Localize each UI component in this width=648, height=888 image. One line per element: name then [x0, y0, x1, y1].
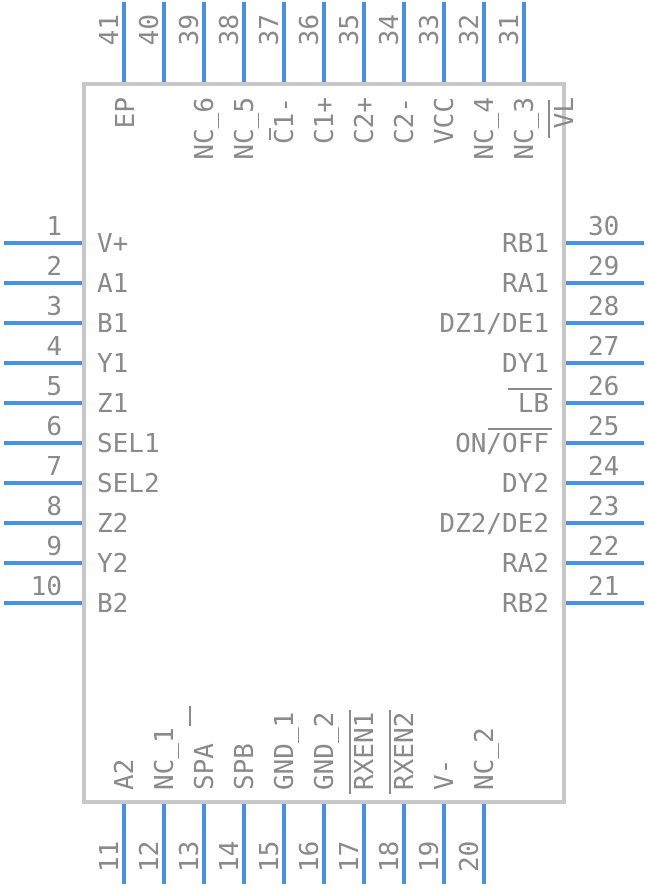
pin-number-10: 10 — [31, 572, 62, 602]
pin-number-8: 8 — [46, 492, 62, 522]
pin-number-35: 35 — [335, 14, 365, 45]
pin-number-3: 3 — [46, 292, 62, 322]
pin-name-28: DZ1/DE1 — [439, 309, 549, 339]
pin-name-22: RA2 — [502, 549, 549, 579]
pin-number-34: 34 — [375, 14, 405, 45]
pin-name-11: A2 — [110, 759, 140, 790]
pin-name-5: Z1 — [97, 389, 128, 419]
pin-name-16: GND_2 — [310, 712, 340, 790]
pin-name-39: NC_6 — [190, 97, 220, 160]
pin-number-36: 36 — [295, 14, 325, 45]
pin-name-6: SEL1 — [97, 429, 160, 459]
pin-name-24: DY2 — [502, 469, 549, 499]
pin-name-vl: VL — [550, 97, 580, 128]
pin-name-20: NC_2 — [470, 727, 500, 790]
pin-name-7: SEL2 — [97, 469, 160, 499]
pin-name-19: V- — [430, 759, 460, 790]
pin-number-26: 26 — [588, 372, 619, 402]
pin-name-40: EP — [111, 97, 141, 128]
pin-name-32: NC_4 — [470, 97, 500, 160]
pin-number-22: 22 — [588, 532, 619, 562]
pin-name-1: V+ — [97, 229, 128, 259]
pin-number-16: 16 — [295, 841, 325, 872]
pin-name-12: NC_1 — [150, 727, 180, 790]
pin-number-40: 40 — [135, 14, 165, 45]
pin-number-18: 18 — [375, 841, 405, 872]
pin-number-14: 14 — [215, 841, 245, 872]
pin-name-9: Y2 — [97, 549, 128, 579]
pin-name-34: C2- — [390, 97, 420, 144]
pin-number-39: 39 — [175, 14, 205, 45]
pin-name-31: NC_3 — [510, 97, 540, 160]
pin-number-19: 19 — [415, 841, 445, 872]
pin-name-29: RA1 — [502, 269, 549, 299]
pin-number-33: 33 — [415, 14, 445, 45]
pin-number-28: 28 — [588, 292, 619, 322]
pin-number-6: 6 — [46, 412, 62, 442]
pin-number-24: 24 — [588, 452, 619, 482]
pin-number-27: 27 — [588, 332, 619, 362]
pin-name-10: B2 — [97, 589, 128, 619]
pin-name-26: LB — [518, 389, 549, 419]
pin-name-3: B1 — [97, 309, 128, 339]
pin-name-17: RXEN1 — [350, 712, 380, 790]
pin-name-36: C1+ — [310, 97, 340, 144]
pin-number-11: 11 — [95, 841, 125, 872]
pin-name-14: SPB — [230, 743, 260, 790]
pin-name-25: ON/OFF — [455, 429, 549, 459]
pin-number-37: 37 — [255, 14, 285, 45]
pin-number-5: 5 — [46, 372, 62, 402]
pin-number-41: 41 — [95, 14, 125, 45]
pin-number-7: 7 — [46, 452, 62, 482]
pin-name-13: SPA — [190, 743, 220, 790]
pin-name-4: Y1 — [97, 349, 128, 379]
pin-number-30: 30 — [588, 212, 619, 242]
pin-name-38: NC_5 — [230, 97, 260, 160]
pin-number-9: 9 — [46, 532, 62, 562]
pin-lines — [4, 2, 644, 884]
pin-name-18: RXEN2 — [390, 712, 420, 790]
pin-number-1: 1 — [46, 212, 62, 242]
pin-number-12: 12 — [135, 841, 165, 872]
chip-body — [82, 82, 566, 804]
pin-name-35: C2+ — [350, 97, 380, 144]
pin-name-27: DY1 — [502, 349, 549, 379]
pin-name-15: GND_1 — [270, 712, 300, 790]
pin-name-8: Z2 — [97, 509, 128, 539]
pin-number-15: 15 — [255, 841, 285, 872]
pin-number-20: 20 — [455, 841, 485, 872]
pin-number-13: 13 — [175, 841, 205, 872]
pin-name-2: A1 — [97, 269, 128, 299]
pin-number-4: 4 — [46, 332, 62, 362]
pin-number-21: 21 — [588, 572, 619, 602]
pin-name-33: VCC — [430, 97, 460, 144]
pin-name-23: DZ2/DE2 — [439, 509, 549, 539]
pin-number-2: 2 — [46, 252, 62, 282]
pin-number-23: 23 — [588, 492, 619, 522]
pin-number-38: 38 — [215, 14, 245, 45]
pin-number-25: 25 — [588, 412, 619, 442]
pin-name-37: C1- — [270, 97, 300, 144]
pin-name-21: RB2 — [502, 589, 549, 619]
pin-number-17: 17 — [335, 841, 365, 872]
pin-number-32: 32 — [455, 14, 485, 45]
pin-name-30: RB1 — [502, 229, 549, 259]
pin-number-31: 31 — [495, 14, 525, 45]
pin-number-29: 29 — [588, 252, 619, 282]
